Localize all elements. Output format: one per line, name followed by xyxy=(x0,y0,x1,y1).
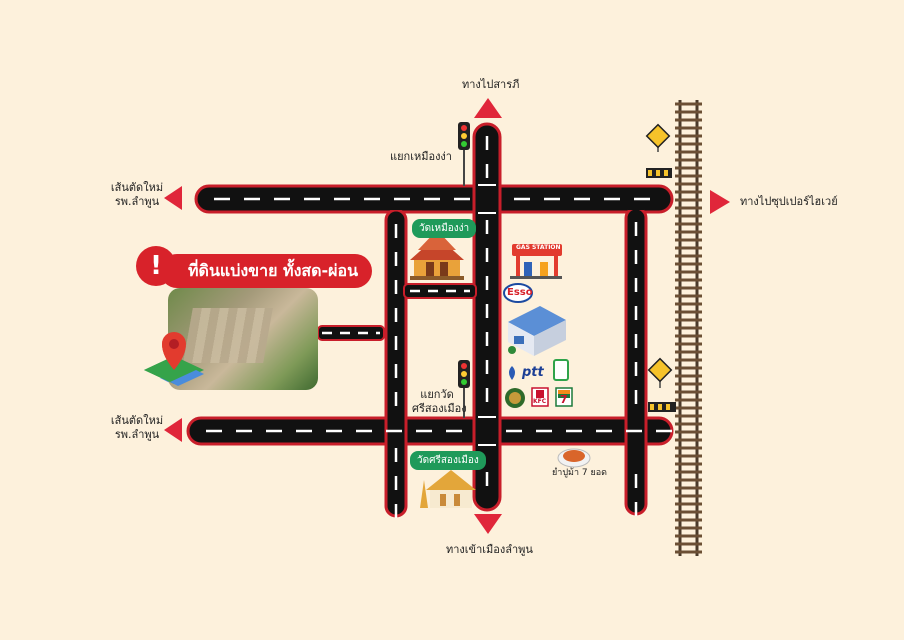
label-intersection-bottom-line2: ศรีสองเมือง xyxy=(412,402,467,416)
temple-icon xyxy=(420,470,476,508)
label-west-top-line1: เส้นตัดใหม่ xyxy=(110,181,164,194)
label-intersection-top: แยกเหมืองง่า xyxy=(390,150,452,163)
label-west-bottom-line2: รพ.ลำพูน xyxy=(114,428,160,442)
road-network xyxy=(186,122,674,518)
gas-station-icon xyxy=(510,244,562,279)
label-west-bottom: เส้นตัดใหม่ รพ.ลำพูน xyxy=(108,414,166,443)
exclamation-icon: ! xyxy=(136,246,176,286)
road-connector-land xyxy=(317,325,385,341)
arrow-west-bottom xyxy=(164,418,182,442)
traffic-light-icon xyxy=(458,360,470,418)
traffic-light-icon xyxy=(458,122,470,186)
esso-logo-icon xyxy=(503,283,533,303)
arrow-south xyxy=(474,514,502,534)
arrow-east xyxy=(710,190,730,214)
label-intersection-bottom-line1: แยกวัด xyxy=(420,388,454,401)
label-east: ทางไปซุปเปอร์ไฮเวย์ xyxy=(740,195,838,208)
road-connector-temple xyxy=(403,283,477,299)
label-west-top-line2: รพ.ลำพูน xyxy=(114,195,160,209)
gas-station-sign: GAS STATION xyxy=(516,244,561,251)
sale-banner: ที่ดินแบ่งขาย ทั้งสด-ผ่อน xyxy=(160,254,373,288)
seven-eleven-logo-text: 7 xyxy=(560,393,568,406)
railway xyxy=(675,100,702,556)
store-icon xyxy=(508,306,566,356)
seven-eleven-logo-icon xyxy=(555,387,573,407)
tag-temple-bottom: วัดศรีสองเมือง xyxy=(410,451,486,470)
kfc-logo-icon xyxy=(531,387,549,407)
label-restaurant: ยำปูม้า 7 ยอด xyxy=(552,468,607,478)
land-photo xyxy=(168,288,318,390)
esso-logo-text: Esso xyxy=(507,287,533,298)
railway-crossing-sign-icon xyxy=(645,123,672,178)
label-intersection-bottom: แยกวัด ศรีสองเมือง xyxy=(412,388,467,417)
sale-banner-text: ที่ดินแบ่งขาย ทั้งสด-ผ่อน xyxy=(188,261,359,280)
label-west-bottom-line1: เส้นตัดใหม่ xyxy=(110,414,164,427)
kfc-logo-text: KFC xyxy=(533,398,547,405)
ptt-logo-icon xyxy=(509,359,569,381)
label-south: ทางเข้าเมืองลำพูน xyxy=(446,543,533,556)
ptt-logo-text: ptt xyxy=(522,365,544,380)
tag-temple-top: วัดเหมืองง่า xyxy=(412,219,477,238)
label-west-top: เส้นตัดใหม่ รพ.ลำพูน xyxy=(108,181,166,210)
railway-crossing-sign-icon xyxy=(647,357,676,412)
arrow-west-top xyxy=(164,186,182,210)
label-north: ทางไปสารภี xyxy=(462,78,520,91)
amazon-cafe-logo-icon xyxy=(505,388,525,408)
temple-icon xyxy=(410,230,464,280)
food-dish-icon xyxy=(557,448,591,468)
arrow-north xyxy=(474,98,502,118)
